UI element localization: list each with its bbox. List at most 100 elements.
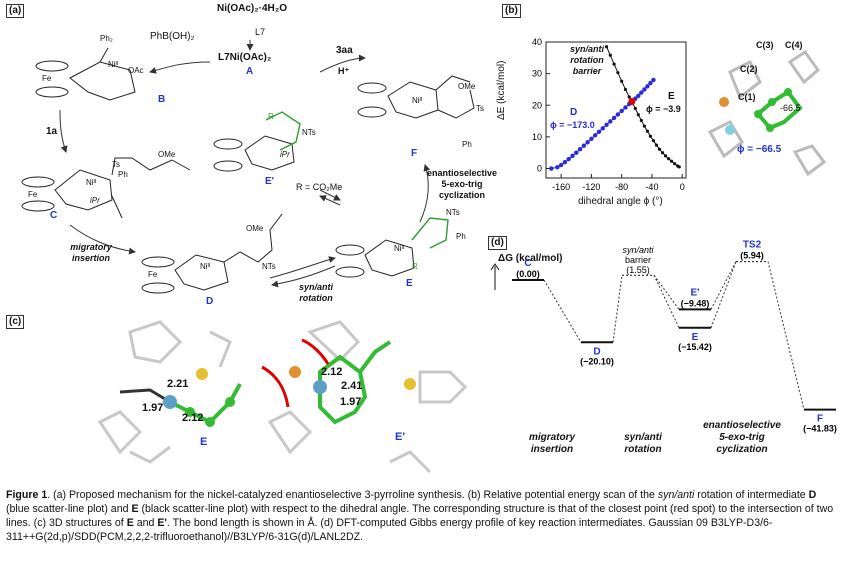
level-name: D — [593, 346, 600, 357]
profile-connector — [543, 279, 582, 343]
arrow-f-to-a — [319, 54, 366, 73]
caption-part: (blue scatter-line plot) and — [6, 503, 132, 515]
x-tick-label: 0 — [680, 182, 685, 192]
group-ome-f: OMe — [458, 82, 476, 91]
y-tick-label: 20 — [532, 100, 542, 110]
structure-c — [21, 157, 191, 219]
caption-part: rotation of intermediate — [694, 489, 809, 501]
x-tick-label: -80 — [615, 182, 628, 192]
crossing-point — [628, 97, 636, 105]
series-point-0 — [639, 90, 644, 95]
arrow-d-to-e — [269, 256, 336, 279]
level-name: barrier — [625, 255, 651, 265]
level-value: (1.55) — [626, 265, 650, 275]
series-point-1 — [612, 62, 616, 66]
group-ome-c: OMe — [158, 150, 176, 159]
catalyst-label: Ni(OAc)₂·4H₂O — [217, 3, 287, 14]
label-e-3d: E — [200, 436, 208, 448]
series-point-0 — [566, 156, 571, 162]
arrow-c-to-d — [69, 224, 136, 255]
series-point-1 — [627, 95, 631, 99]
series-point-1 — [670, 159, 674, 163]
series-point-1 — [633, 106, 637, 111]
dihedral-value: -66.5 — [780, 103, 801, 113]
series-point-0 — [608, 119, 613, 124]
series-point-1 — [636, 113, 640, 117]
structure-e-3d — [97, 320, 232, 464]
group-ph-f: Ph — [462, 140, 472, 149]
series-point-0 — [611, 115, 617, 121]
profile-connector — [612, 275, 623, 343]
profile-connector — [710, 261, 737, 310]
hplus-label: H⁺ — [338, 66, 350, 76]
series-point-0 — [592, 133, 598, 138]
group-ts-f: Ts — [476, 104, 484, 113]
caption-part: E — [131, 503, 139, 515]
series-point-0 — [577, 147, 583, 152]
series-point-0 — [642, 87, 647, 92]
group-ts-c: Ts — [112, 160, 120, 169]
scan-ylabel: ΔE (kcal/mol) — [496, 60, 507, 120]
arrow-a-to-b — [149, 61, 211, 74]
label-f: F — [411, 148, 418, 159]
series-point-0 — [623, 105, 628, 110]
series-point-1 — [642, 124, 646, 128]
profile-connector — [767, 261, 805, 410]
caption-part: . (a) Proposed mechanism for the nickel-… — [47, 489, 658, 501]
series-point-1 — [648, 134, 653, 138]
atom-fe-d: Fe — [148, 270, 158, 279]
x-tick-label: -160 — [552, 182, 570, 192]
structure-d — [141, 213, 283, 294]
level-name: syn/anti — [622, 245, 654, 255]
caption-part: (black scatter-line plot) with respect t… — [6, 503, 834, 529]
level-name: E — [692, 332, 699, 343]
series-point-1 — [645, 129, 650, 133]
panel-a-tag: (a) — [6, 4, 25, 18]
label-e: E — [406, 278, 413, 289]
label-a: A — [246, 66, 254, 77]
panel-c-3d-structures — [97, 320, 468, 474]
series-point-1 — [654, 143, 659, 147]
series-point-0 — [589, 136, 594, 141]
panel-b-tag: (b) — [502, 4, 521, 18]
series-point-1 — [651, 139, 656, 143]
x-tick-label: -120 — [582, 182, 600, 192]
l7-label: L7 — [255, 27, 266, 37]
series-point-0 — [615, 112, 621, 117]
series-point-1 — [620, 79, 624, 83]
y-tick-label: 30 — [532, 69, 542, 79]
scan-phi-e: ϕ = −3.9 — [646, 104, 681, 114]
series-point-0 — [600, 126, 605, 131]
caption-figure: Figure 1 — [6, 489, 48, 501]
series-point-0 — [651, 77, 656, 83]
series-point-0 — [648, 80, 653, 86]
series-point-0 — [555, 165, 560, 170]
x-tick-label: -40 — [645, 182, 658, 192]
structure-eprime — [213, 135, 295, 172]
group-ph-c: Ph — [118, 170, 128, 179]
level-value: (−41.83) — [803, 424, 837, 434]
panel-d-tag: (d) — [488, 236, 507, 250]
group-ome-d: OMe — [246, 224, 264, 233]
step-synanti: syn/anti rotation — [298, 282, 333, 303]
bond-e-3: 2.12 — [182, 412, 204, 424]
y-tick-label: 10 — [532, 132, 542, 142]
atom-ni-c: Niᴵᴵ — [86, 178, 97, 187]
dg-step-cyclization: enantioselective 5-exo-trig cyclization — [703, 420, 781, 455]
atom-fe-b: Fe — [42, 74, 52, 83]
scan-xlabel: dihedral angle ϕ (°) — [578, 196, 663, 207]
caption-part: and — [133, 517, 158, 529]
group-ipr-c: iPr — [90, 196, 100, 205]
series-point-1 — [663, 154, 668, 158]
phboh-label: PhB(OH)₂ — [150, 31, 195, 42]
scan-label-d: D — [570, 107, 578, 118]
dg-step-synanti: syn/anti rotation — [624, 432, 662, 455]
series-point-0 — [636, 93, 641, 98]
series-point-1 — [608, 53, 612, 57]
phi-crossing-label: ϕ = −66.5 — [737, 144, 782, 155]
arrow-e-to-f — [419, 164, 431, 223]
red-arc-top — [301, 338, 330, 365]
atom-c1: C(1) — [738, 92, 756, 102]
l7ni-label: L7Ni(OAc)₂ — [218, 52, 272, 63]
label-eprime-3d: E' — [395, 431, 405, 443]
